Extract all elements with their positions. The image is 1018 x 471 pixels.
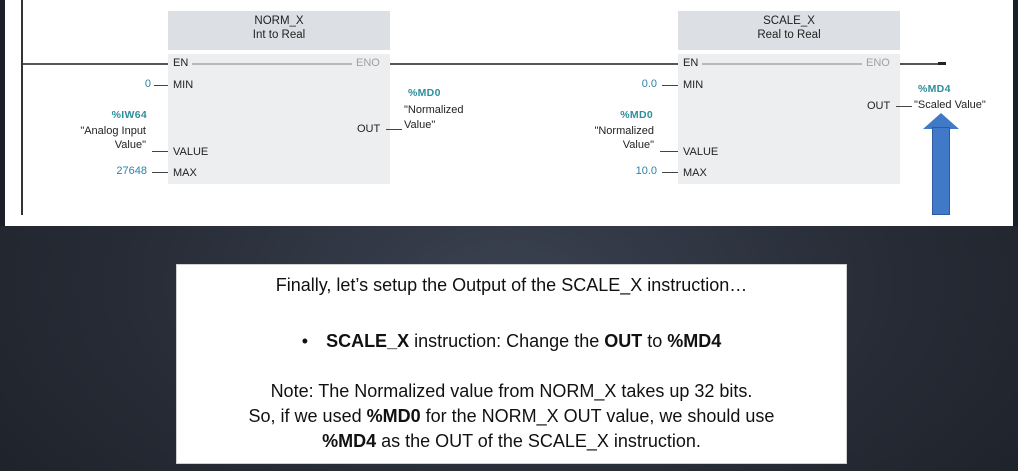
scale-x-eno-wire-end (938, 62, 946, 65)
norm-x-eno-pin: ENO (356, 57, 380, 69)
scale-x-max-value[interactable]: 10.0 (635, 165, 657, 177)
note-line-2-a: So, if we used (248, 406, 367, 426)
left-power-rail (21, 0, 23, 215)
norm-x-subtitle: Int to Real (252, 29, 306, 41)
norm-x-out-name-1: "Normalized (404, 104, 464, 116)
ladder-diagram-area: NORM_X Int to Real EN ENO 0 MIN %IW64 "A… (0, 0, 1018, 226)
norm-x-en-pin: EN (173, 57, 189, 69)
bullet-text-2: to (642, 331, 668, 351)
norm-x-min-value[interactable]: 0 (144, 78, 151, 90)
note-line-2: So, if we used %MD0 for the NORM_X OUT v… (177, 406, 846, 427)
norm-x-value-pin: VALUE (173, 146, 209, 158)
scale-x-out-pin: OUT (867, 100, 891, 112)
scale-x-value-pin: VALUE (683, 146, 719, 158)
scale-x-subtitle: Real to Real (757, 29, 821, 41)
norm-x-value-tag[interactable]: %IW64 (111, 109, 147, 121)
note-line-3: %MD4 as the OUT of the SCALE_X instructi… (177, 431, 846, 452)
norm-x-max-lead (152, 172, 168, 174)
bullet-bold-1: SCALE_X (326, 331, 410, 351)
norm-x-eno-wire (390, 63, 680, 65)
rung-wire (23, 63, 168, 65)
norm-x-en-eno-line (192, 63, 352, 65)
note-line-2-b: for the NORM_X OUT value, we should use (420, 406, 775, 426)
note-line-1: Note: The Normalized value from NORM_X t… (270, 381, 753, 401)
scale-x-header: SCALE_X Real to Real (678, 11, 900, 50)
note-bullet: •SCALE_X instruction: Change the OUT to … (177, 331, 846, 352)
scale-x-value-name-2: Value" (622, 139, 654, 151)
scale-x-out-name: "Scaled Value" (914, 99, 986, 111)
scale-x-value-tag[interactable]: %MD0 (620, 109, 653, 121)
scale-x-eno-pin: ENO (866, 57, 890, 69)
scale-x-en-pin: EN (683, 57, 699, 69)
scale-x-value-name-1: "Normalized (594, 125, 654, 137)
scale-x-out-tag[interactable]: %MD4 (918, 83, 951, 95)
note-line-3-bold: %MD4 (322, 431, 377, 451)
norm-x-title: NORM_X (254, 15, 304, 27)
bullet-bold-2: OUT (604, 331, 643, 351)
scale-x-max-lead (662, 172, 678, 174)
scale-x-min-lead (662, 85, 678, 87)
scale-x-value-lead (660, 151, 678, 153)
norm-x-min-pin: MIN (173, 79, 194, 91)
note-line-2-bold: %MD0 (366, 406, 421, 426)
note-line-3-b: as the OUT of the SCALE_X instruction. (376, 431, 701, 451)
norm-x-value-name-2: Value" (114, 139, 146, 151)
arrow-up-icon (923, 113, 959, 129)
norm-x-out-pin: OUT (357, 123, 381, 135)
arrow-shaft (932, 127, 950, 215)
norm-x-min-lead (154, 85, 168, 87)
scale-x-title: SCALE_X (763, 15, 815, 27)
scale-x-block[interactable] (678, 54, 900, 184)
instruction-note-box: Finally, let’s setup the Output of the S… (176, 264, 847, 464)
norm-x-value-lead (152, 151, 168, 153)
ladder-editor-panel: NORM_X Int to Real EN ENO 0 MIN %IW64 "A… (5, 0, 1013, 226)
scale-x-out-lead (896, 106, 912, 108)
norm-x-block[interactable] (168, 54, 390, 184)
norm-x-max-pin: MAX (173, 167, 197, 179)
scale-x-min-pin: MIN (683, 79, 704, 91)
scale-x-en-eno-line (702, 63, 862, 65)
scale-x-min-value[interactable]: 0.0 (641, 78, 657, 90)
norm-x-out-name-2: Value" (404, 119, 436, 131)
scale-x-max-pin: MAX (683, 167, 707, 179)
bullet-text-1: instruction: Change the (409, 331, 605, 351)
bullet-icon: • (301, 331, 309, 351)
note-title: Finally, let’s setup the Output of the S… (275, 275, 748, 295)
norm-x-max-value[interactable]: 27648 (116, 165, 147, 177)
norm-x-value-name-1: "Analog Input (80, 125, 146, 137)
norm-x-out-tag[interactable]: %MD0 (408, 87, 441, 99)
norm-x-header: NORM_X Int to Real (168, 11, 390, 50)
scale-x-eno-wire (900, 63, 938, 65)
bullet-bold-3: %MD4 (667, 331, 722, 351)
norm-x-out-lead (386, 129, 402, 131)
